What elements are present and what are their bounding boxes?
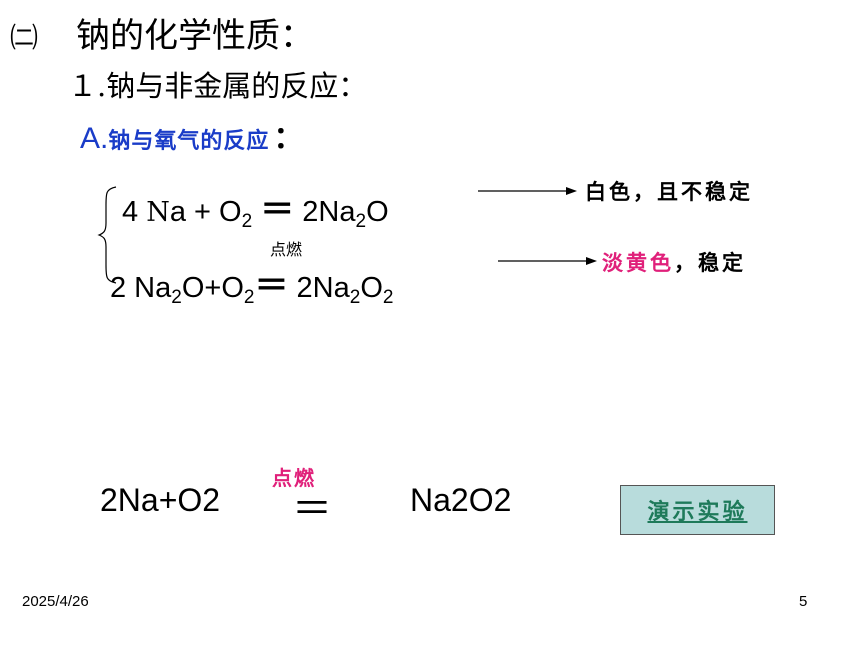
subheading-text: 钠与氧气的反应 [108, 129, 270, 154]
eq1-sub1: 2 [241, 211, 253, 232]
brace-icon [97, 186, 117, 284]
product-label-2-color: 淡黄色 [602, 251, 674, 275]
eq2-rhs-b: O [360, 272, 383, 304]
eq1-product: 2Na [302, 196, 356, 228]
arrow-right-icon [478, 187, 577, 195]
demo-experiment-label: 演示实验 [647, 500, 748, 525]
eq1-rest: a + O [169, 196, 242, 228]
reaction-3-lhs: 2Na+O2 [100, 482, 221, 518]
eq2-lhs-a: 2 Na [110, 272, 172, 304]
section-title: ㈡ 钠的化学性质： [10, 8, 314, 57]
eq2-lhs-b: O+O [181, 272, 244, 304]
reaction-equation-1: 4 Na + O2 ＝ 2Na2O [122, 182, 389, 233]
subsection-title: １.钠与非金属的反应： [68, 69, 368, 103]
eq2-rhs-a: 2Na [296, 272, 350, 304]
reaction-3-condition: 点燃 [272, 466, 316, 490]
footer-date: 2025/4/26 [22, 593, 89, 610]
reaction-3-rhs: Na2O2 [410, 482, 512, 518]
section-number: ㈡ [10, 21, 39, 54]
product-label-1: 白色，且不稳定 [585, 180, 753, 204]
section-title-text: 钠的化学性质： [76, 16, 315, 56]
eq1-tail: O [366, 196, 389, 228]
subheading-letter: A. [80, 122, 109, 155]
eq2-rhs-sub-a: 2 [349, 287, 361, 308]
eq2-lhs-sub-a: 2 [171, 287, 182, 308]
page-number: 5 [799, 593, 808, 610]
reaction-equation-2: 2 Na2O+O2＝ 2Na2O2 [110, 258, 393, 309]
eq2-lhs-sub-b: 2 [243, 287, 255, 308]
eq1-sub2: 2 [355, 211, 367, 232]
eq2-rhs-sub-b: 2 [382, 287, 394, 308]
reaction-3-sign: ＝ [292, 486, 332, 532]
reaction-2-condition: 点燃 [270, 240, 303, 259]
subheading: A.钠与氧气的反应： [80, 113, 303, 157]
demo-experiment-button[interactable]: 演示实验 [620, 485, 775, 535]
eq1-coef: 4 [122, 196, 139, 228]
arrow-right-icon [498, 257, 597, 265]
eq2-sign: ＝ [254, 267, 289, 305]
product-label-2: 淡黄色，稳定 [602, 247, 746, 277]
eq1-n: N [146, 197, 170, 228]
eq1-sign: ＝ [260, 191, 295, 229]
product-label-2-rest: ，稳定 [674, 251, 746, 275]
subheading-colon: ： [273, 121, 304, 156]
